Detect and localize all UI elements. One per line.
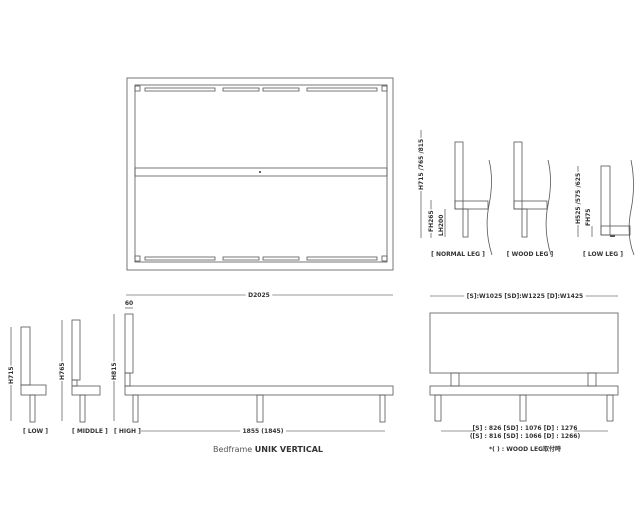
middle-label: [ MIDDLE ] — [72, 428, 108, 435]
front-view: [S]:W1025 [SD]:W1225 [D]:W1425 [S] : 826… — [429, 290, 619, 453]
low-leg-label: [ LOW LEG ] — [583, 251, 623, 258]
depth-label: D2025 — [248, 292, 270, 299]
normal-leg-label: [ NORMAL LEG ] — [431, 251, 485, 258]
wood-leg-note: *( ) : WOOD LEG取付時 — [489, 445, 561, 453]
caption: Bedframe UNIK VERTICAL — [213, 445, 323, 454]
side-view-low: H715 [ LOW ] — [7, 326, 48, 435]
plan-view — [126, 77, 394, 271]
low-height-label: H525 /575 /625 — [575, 173, 582, 224]
wood-leg-detail: [ WOOD LEG ] — [507, 141, 554, 258]
leg-span-label: 1855 (1845) — [243, 428, 284, 435]
low-fh-label: FH75 — [585, 209, 592, 226]
middle-height: H765 — [59, 362, 66, 380]
wood-leg-label: [ WOOD LEG ] — [507, 251, 554, 258]
side-view-middle: H765 [ MIDDLE ] — [58, 319, 108, 435]
leg-span-2: ([S] : 816 [SD] : 1066 [D] : 1266) — [470, 433, 581, 440]
leg-span-1: [S] : 826 [SD] : 1076 [D] : 1276 — [473, 425, 578, 432]
headboard-thickness: 60 — [125, 300, 133, 307]
normal-leg-detail: H715 /765 /815 FH265 LH200 [ NORMAL LEG … — [417, 130, 493, 258]
low-label: [ LOW ] — [23, 428, 48, 435]
side-view-high: H815 D2025 60 [ HIGH ] 1855 (1845) — [110, 289, 394, 438]
low-height: H715 — [8, 366, 15, 384]
height-label: H715 /765 /815 — [418, 139, 425, 190]
low-leg-detail: H525 /575 /625 FH75 [ LOW LEG ] — [574, 159, 635, 258]
high-label: [ HIGH ] — [114, 428, 141, 435]
fh-label: FH265 — [428, 210, 435, 232]
high-height: H815 — [111, 362, 118, 380]
lh-label: LH200 — [438, 215, 445, 236]
width-label: [S]:W1025 [SD]:W1225 [D]:W1425 — [467, 293, 583, 300]
